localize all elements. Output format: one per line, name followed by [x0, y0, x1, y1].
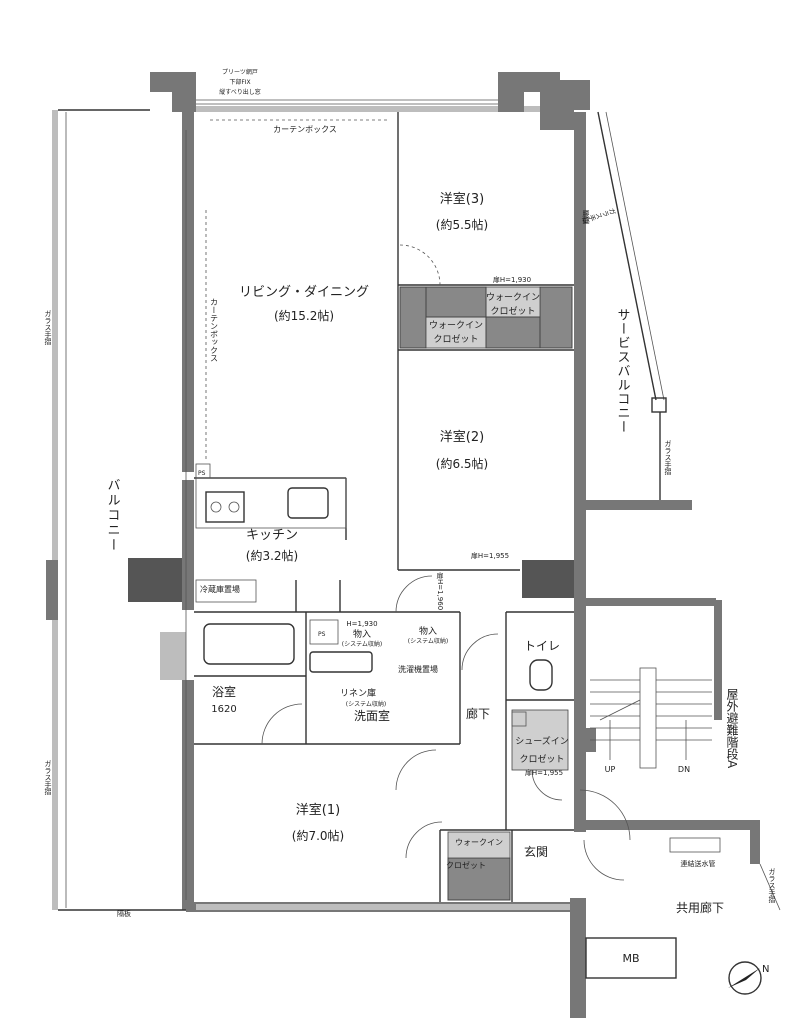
shoes-in-label: シューズイン [515, 735, 569, 747]
glass-rail-4: ガラス手摺 [664, 440, 672, 476]
storage2-sub: (システム収納) [408, 637, 449, 645]
walkin-lower-sub: クロゼット [433, 333, 478, 345]
kitchen-size: (約3.2帖) [246, 548, 298, 563]
window-unit-sub2: 縦すべり出し窓 [219, 88, 261, 96]
entrance-name: 玄関 [524, 844, 548, 859]
curtain-box-side: カーテンボックス [210, 298, 219, 362]
western-room-3-name: 洋室(3) [440, 191, 484, 207]
walkin-w1-label: ウォークイン [455, 838, 503, 847]
curtain-box-top: カーテンボックス [273, 125, 337, 134]
evac-stairs-label: 屋外避難階段A [725, 688, 739, 769]
bath-name: 浴室 [212, 684, 236, 699]
burner-icon [228, 501, 240, 513]
door-height-upper: 扉H=1,930 [493, 275, 531, 284]
stairs-up: UP [605, 765, 616, 774]
north-compass-icon: N [728, 961, 769, 995]
toilet-icon [529, 659, 553, 691]
western-room-3-size: (約5.5帖) [436, 217, 488, 232]
storage2-label: 物入 [419, 625, 437, 637]
common-corridor-label: 共用廊下 [676, 900, 724, 915]
storage-label: 物入 [353, 628, 371, 640]
stairs-dn: DN [678, 765, 690, 774]
walkin-w1-sub: クロゼット [446, 860, 486, 870]
window-unit-sub: 下部FIX [229, 78, 250, 86]
svg-text:N: N [762, 964, 769, 975]
western-room-1-size: (約7.0帖) [292, 828, 344, 843]
ps2-label: PS [318, 631, 326, 638]
structural-walls [46, 72, 760, 1018]
service-balcony-label: サービスバルコニー [615, 308, 631, 434]
glass-rail-1: ガラス手摺 [44, 310, 52, 346]
glass-wall-label: 腰壁 [582, 210, 590, 224]
service-balcony-rail [597, 111, 667, 500]
hydrant-label: 連結送水管 [681, 859, 716, 868]
text-labels: リビング・ダイニング (約15.2帖) 洋室(3) (約5.5帖) 洋室(2) … [44, 68, 776, 965]
walkin-upper-sub: クロゼット [490, 305, 535, 317]
washroom-name: 洗面室 [354, 708, 390, 723]
door-height-kitchen: 扉H=1,960 [436, 571, 444, 610]
balcony-label: バルコニー [105, 478, 121, 553]
living-room-size: (約15.2帖) [274, 308, 334, 323]
doors [261, 244, 631, 881]
closets [399, 286, 573, 901]
western-room-2-size: (約6.5帖) [436, 456, 488, 471]
door-height-shoes: 扉H=1,955 [525, 768, 563, 777]
bathtub-icon [203, 623, 295, 665]
fridge-label: 冷蔵庫置場 [200, 584, 240, 594]
western-room-2-name: 洋室(2) [440, 429, 484, 445]
bath-size: 1620 [211, 704, 236, 715]
corridor-rail [669, 837, 781, 911]
toilet-name: トイレ [524, 639, 560, 653]
ps-label: PS [198, 470, 206, 477]
kitchen-fixtures [195, 463, 347, 603]
walkin-upper-label: ウォークイン [486, 292, 540, 303]
walkin-lower-label: ウォークイン [429, 320, 483, 331]
storage-sub: (システム収納) [342, 640, 383, 648]
glass-rail-5: ガラス手摺 [768, 868, 776, 904]
washer-label: 洗濯機置場 [398, 664, 438, 674]
interior-walls [194, 112, 574, 902]
kitchen-name: キッチン [246, 528, 298, 543]
mb-box [585, 937, 677, 979]
door-height-w2: 扉H=1,955 [471, 551, 509, 560]
partition-label: 隔板 [117, 909, 131, 918]
mb-label: MB [622, 952, 639, 965]
linen-label: リネン庫 [340, 687, 376, 699]
washbasin-icon [309, 651, 373, 673]
bath-fixtures [203, 619, 553, 727]
living-room-name: リビング・ダイニング [239, 285, 369, 300]
balcony-windows [65, 112, 187, 908]
linen-sub: (システム収納) [346, 700, 387, 708]
curtain-boxes [205, 119, 390, 460]
sink-icon [287, 487, 329, 519]
shoes-in-sub: クロゼット [519, 753, 564, 765]
window-unit-label: プリーツ網戸 [222, 68, 258, 76]
top-windows [196, 99, 498, 105]
door-height-storage: H=1,930 [346, 620, 377, 628]
burner-icon [210, 501, 222, 513]
glass-rail-2: ガラス手摺 [44, 760, 52, 796]
stairs [590, 667, 712, 769]
hallway-name: 廊下 [466, 706, 490, 721]
western-room-1-name: 洋室(1) [296, 802, 340, 818]
